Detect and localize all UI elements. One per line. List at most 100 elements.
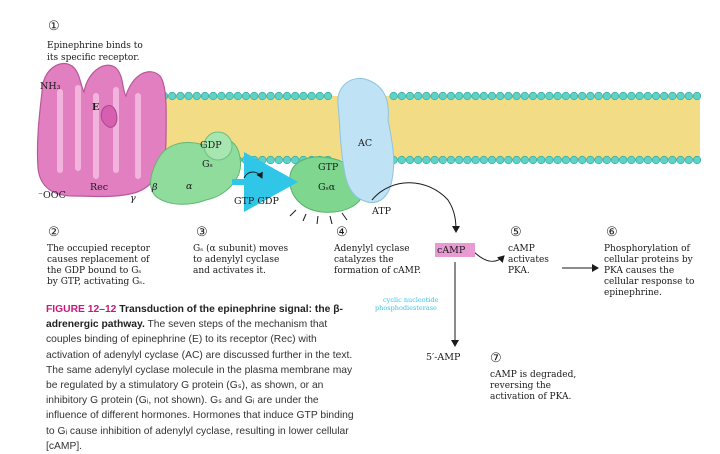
- phospholipid-head: [520, 155, 529, 165]
- phospholipid-head: [266, 91, 275, 101]
- epinephrine-ligand: [100, 105, 118, 128]
- figure-number: FIGURE 12–12: [46, 304, 117, 315]
- step-3-number: ③: [196, 225, 208, 240]
- phospholipid-head: [692, 91, 702, 101]
- phospholipid-head: [455, 155, 464, 165]
- step-5-line-1: cAMP: [508, 244, 535, 254]
- phospholipid-head: [684, 155, 693, 165]
- phospholipid-head: [463, 155, 472, 165]
- receptor-rec: [36, 62, 167, 198]
- phospholipid-head: [668, 91, 677, 101]
- phospholipid-head: [192, 91, 201, 101]
- step-3-line-3: and activates it.: [193, 266, 266, 276]
- step-7-line-1: cAMP is degraded,: [490, 370, 576, 380]
- phospholipid-head: [594, 91, 603, 101]
- step-7-line-3: activation of PKA.: [490, 392, 571, 402]
- step-6-line-5: epinephrine.: [604, 288, 662, 298]
- phospholipid-head: [496, 155, 505, 165]
- atp-label: ATP: [371, 206, 392, 217]
- phospholipid-head: [578, 91, 587, 101]
- phospholipid-head: [241, 155, 251, 165]
- phospholipid-head: [241, 91, 251, 101]
- phospholipid-head: [258, 155, 267, 165]
- phospholipid-head: [438, 155, 447, 165]
- step-6: ⑥ Phosphorylation of cellular proteins b…: [604, 225, 694, 298]
- phospholipid-head: [676, 91, 685, 101]
- camp-to-pka-arrow: [471, 249, 505, 264]
- adenylyl-cyclase-ac: [337, 78, 395, 203]
- phospholipid-head: [692, 155, 702, 165]
- phospholipid-head: [463, 91, 472, 101]
- phospholipid-head: [619, 91, 628, 101]
- phospholipid-head: [627, 155, 636, 165]
- step-1-line-2: its specific receptor.: [47, 53, 140, 63]
- step-4-line-2: catalyzes the: [334, 255, 394, 265]
- phospholipid-head: [479, 155, 488, 165]
- phospholipid-head: [274, 155, 283, 165]
- beta-label: β: [151, 182, 158, 193]
- phospholipid-head: [487, 91, 497, 101]
- phospholipid-head: [545, 155, 554, 165]
- phospholipid-head: [569, 91, 579, 101]
- step-4: ④ Adenylyl cyclase catalyzes the formati…: [333, 225, 421, 276]
- phospholipid-head: [537, 155, 546, 165]
- nh3-label: NH₃: [40, 81, 61, 92]
- pde-label-1: cyclic nucleotide: [383, 296, 439, 304]
- phospholipid-head: [414, 91, 423, 101]
- amp-label: 5′-AMP: [426, 352, 461, 363]
- phospholipid-head: [471, 155, 480, 165]
- atp-to-camp-arrow: [371, 182, 460, 233]
- gs-label: Gₛ: [202, 159, 213, 170]
- phospholipid-head: [455, 91, 464, 101]
- phospholipid-head: [512, 91, 521, 101]
- camp-box: [435, 243, 475, 257]
- step-2-line-4: by GTP, activating Gₛ.: [47, 277, 145, 287]
- step-6-line-3: PKA causes the: [604, 266, 674, 276]
- phospholipid-head: [200, 91, 210, 101]
- phospholipid-head: [684, 91, 693, 101]
- phospholipid-head: [569, 155, 579, 165]
- step-2-line-1: The occupied receptor: [47, 244, 151, 254]
- phospholipid-head: [487, 155, 497, 165]
- phospholipid-head: [561, 91, 570, 101]
- step-6-line-4: cellular response to: [604, 277, 694, 287]
- phospholipid-head: [619, 155, 628, 165]
- phospholipid-head: [168, 91, 177, 101]
- gdp-gtp-exchange-arrow: [243, 171, 263, 179]
- phospholipid-head: [282, 91, 292, 101]
- step-2-number: ②: [48, 225, 60, 240]
- phospholipid-head: [553, 91, 562, 101]
- phospholipid-head: [504, 155, 513, 165]
- phospholipid-head: [512, 155, 521, 165]
- phospholipid-head: [602, 91, 611, 101]
- phospholipid-head: [250, 155, 259, 165]
- step-1: ① Epinephrine binds to its specific rece…: [47, 19, 143, 63]
- phospholipid-head: [217, 91, 226, 101]
- figure-caption: FIGURE 12–12 Transduction of the epineph…: [46, 302, 358, 454]
- step-3: ③ Gₛ (α subunit) moves to adenylyl cycla…: [193, 225, 289, 276]
- phospholipid-head: [553, 155, 562, 165]
- membrane-heads-top: [159, 91, 702, 101]
- phospholipid-head: [258, 91, 267, 101]
- phospholipid-head: [660, 91, 669, 101]
- phospholipid-head: [299, 91, 308, 101]
- phospholipid-head: [225, 91, 234, 101]
- step-2-line-3: the GDP bound to Gₛ: [47, 266, 141, 276]
- phospholipid-head: [643, 91, 652, 101]
- step-5-line-3: PKA.: [508, 266, 530, 276]
- camp-label: cAMP: [437, 245, 466, 256]
- phospholipid-head: [266, 155, 275, 165]
- step-4-line-1: Adenylyl cyclase: [333, 244, 410, 254]
- activation-rays: [289, 209, 348, 225]
- phospholipid-head: [184, 91, 193, 101]
- phospholipid-head: [537, 91, 546, 101]
- phospholipid-head: [586, 155, 595, 165]
- phospholipid-head: [430, 91, 439, 101]
- phospholipid-head: [479, 91, 488, 101]
- step-7-number: ⑦: [490, 351, 502, 366]
- phospholipid-head: [651, 91, 661, 101]
- phospholipid-head: [504, 91, 513, 101]
- phospholipid-head: [291, 91, 300, 101]
- step-6-number: ⑥: [606, 225, 618, 240]
- ooc-label: ⁻OOC: [38, 190, 66, 201]
